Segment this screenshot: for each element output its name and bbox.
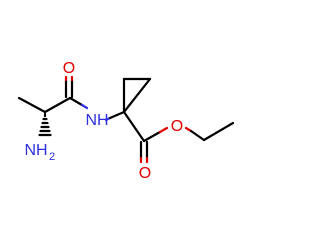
bond-ring-3	[122, 77, 152, 114]
bond-alpha-carbonyl	[43, 96, 72, 114]
amide-nh-label: NH	[85, 112, 108, 129]
bond-nh-ring	[108, 110, 126, 120]
amine-nh2-label: NH 2	[24, 142, 55, 163]
bond-o-ch2	[189, 129, 206, 142]
ethyl-ester-structure: O NH NH 2 O O	[17, 60, 235, 182]
bond-methyl-alpha	[17, 96, 47, 114]
carbonyl-oxygen-label: O	[63, 60, 75, 77]
bond-ester-o	[142, 130, 162, 143]
bond-carbonyl-nh-colored	[80, 103, 89, 110]
bond-ester-o-colored	[158, 126, 169, 134]
bond-ring-ester	[122, 110, 146, 143]
ester-carbonyl-oxygen-label: O	[139, 165, 151, 182]
amine-nh-text: NH	[24, 142, 47, 159]
bond-ch2-ch3	[202, 121, 235, 142]
bond-carbonyl-nh	[68, 96, 84, 107]
ester-ether-oxygen-label: O	[171, 118, 183, 135]
amine-subscript: 2	[49, 151, 55, 163]
hashed-wedge-bond	[38, 112, 52, 137]
